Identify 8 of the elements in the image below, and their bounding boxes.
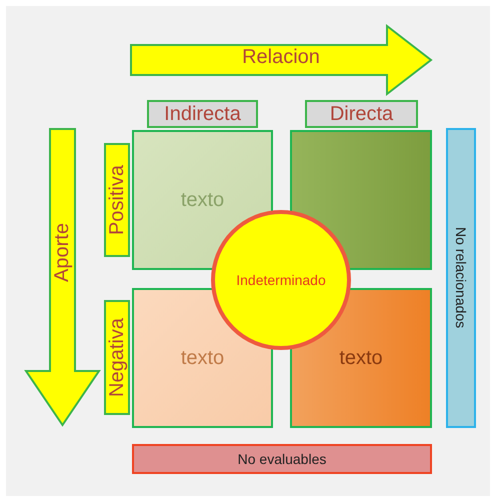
side-bar: No relacionados [446,128,476,428]
row-header: Positiva [104,143,130,257]
bottom-bar: No evaluables [132,444,432,474]
column-header: Indirecta [147,100,258,128]
column-header: Directa [305,100,418,128]
arrow-banner: Aporte [25,128,100,426]
arrow-banner: Relacion [130,25,432,95]
row-header: Negativa [104,300,130,415]
